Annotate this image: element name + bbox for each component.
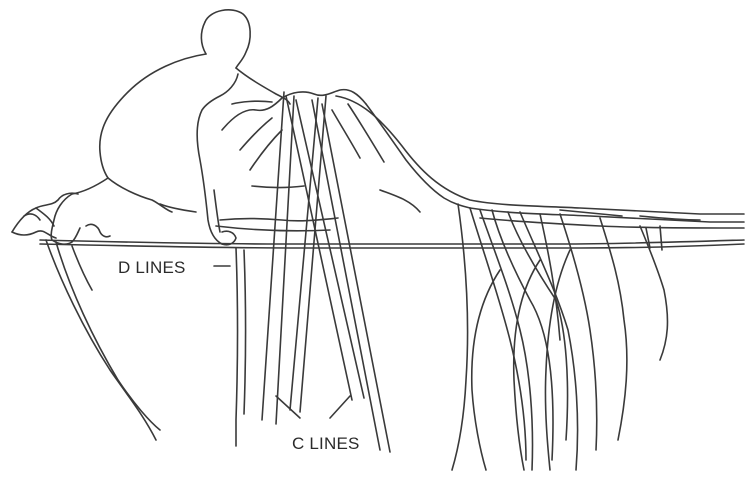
d-lines-label: D LINES xyxy=(118,258,186,278)
c-lines xyxy=(262,92,390,452)
kneeling-figure xyxy=(51,10,290,245)
c-lines-label: C LINES xyxy=(292,434,360,454)
d-lines xyxy=(214,248,246,446)
table-edge xyxy=(40,240,744,248)
canopy-left-fold xyxy=(12,193,78,238)
